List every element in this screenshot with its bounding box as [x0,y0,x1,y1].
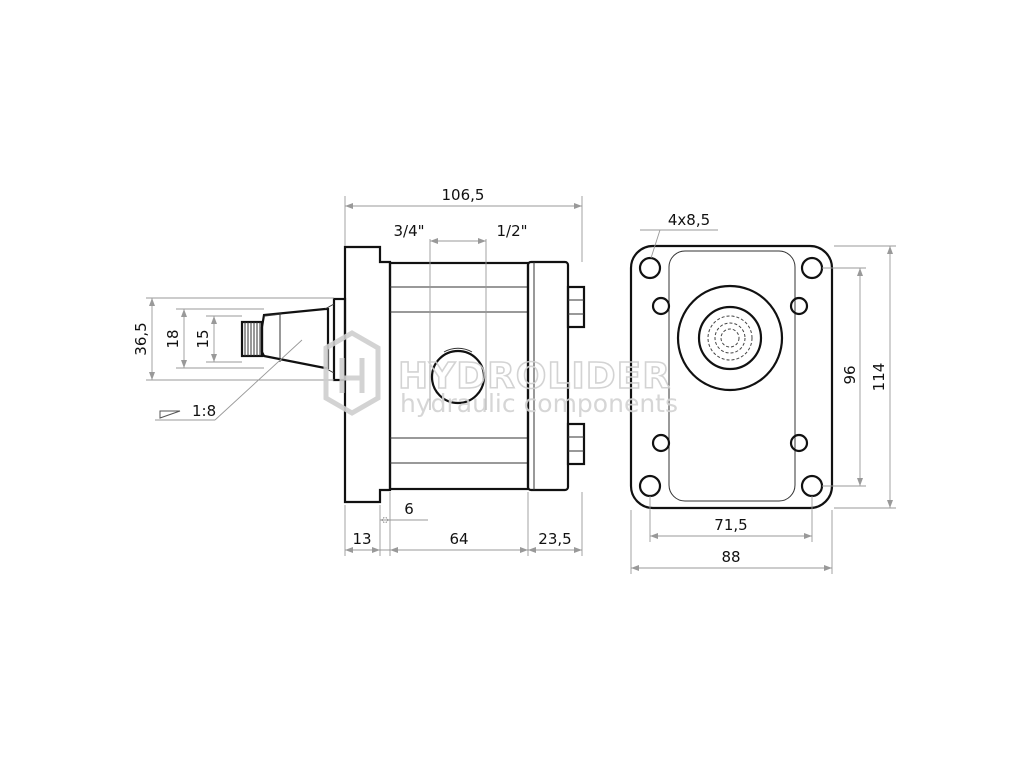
tapered-shaft [260,307,330,370]
mount-hole-tl [638,256,662,280]
front-plate-inner [668,250,796,502]
dim-23-5: 23,5 [538,530,571,548]
dim-13: 13 [352,530,371,548]
mount-hole-br [800,474,824,498]
dim-port-1-2: 1/2" [496,222,527,240]
watermark-tagline: hydraulic components [400,389,678,418]
front-view [629,244,834,510]
dim-6: 6 [404,500,414,518]
front-view-dimensions: 4x8,5 71,5 88 96 114 [630,211,896,574]
watermark: HYDROLIDER hydraulic components [323,330,678,418]
watermark-logo-icon [323,330,381,416]
front-plate [629,244,834,510]
dim-114: 114 [870,363,888,392]
side-view [240,245,586,504]
dim-holes: 4x8,5 [668,211,710,229]
watermark-brand: HYDROLIDER [398,356,671,397]
mounting-flange [343,245,392,504]
shaft-seal [697,305,763,371]
dim-18: 18 [164,329,182,348]
bolt-hole-4 [789,433,809,453]
dim-overall-length: 106,5 [442,186,485,204]
port-circle [430,349,486,405]
dim-15: 15 [194,329,212,348]
pilot-circle [676,284,784,392]
bolt-head-bottom [566,422,586,466]
rear-cover [526,260,570,492]
bolt-head-top [566,285,586,329]
bolt-hole-3 [651,433,671,453]
bolt-hole-1 [651,296,671,316]
dim-71-5: 71,5 [714,516,747,534]
side-view-dimensions: 106,5 3/4" 1/2" 36,5 18 15 1:8 [132,186,583,556]
mount-hole-tr [800,256,824,280]
dim-96: 96 [841,365,859,384]
dim-taper: 1:8 [192,402,216,420]
dim-36-5: 36,5 [132,322,150,355]
mount-hole-bl [638,474,662,498]
dim-64: 64 [449,530,468,548]
bolt-hole-2 [789,296,809,316]
dim-88: 88 [721,548,740,566]
dim-port-3-4: 3/4" [393,222,424,240]
threaded-end [240,320,264,358]
